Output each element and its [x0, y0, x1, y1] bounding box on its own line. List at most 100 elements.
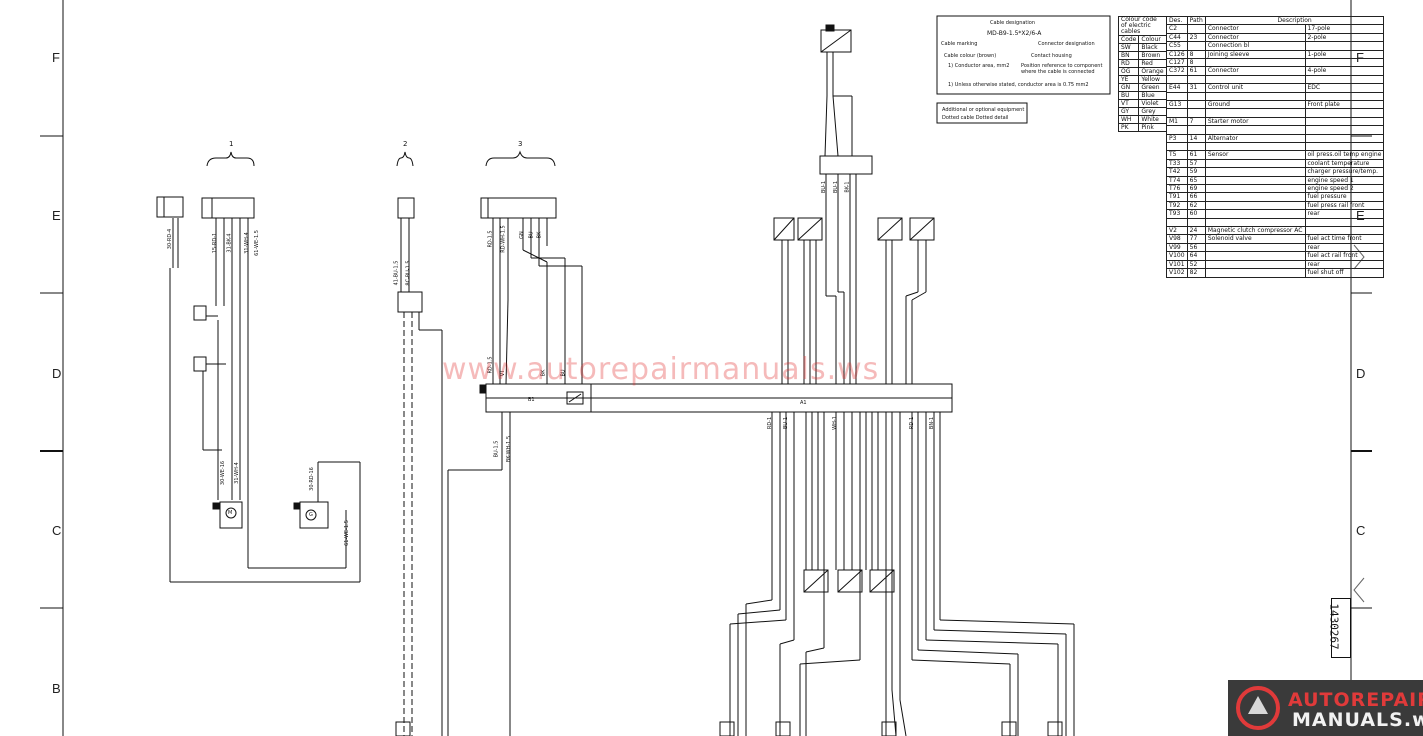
desc-code [1166, 125, 1188, 135]
desc-code: T92 [1166, 200, 1188, 211]
desc-detail: EDC [1304, 83, 1385, 93]
desc-path: 23 [1186, 32, 1206, 43]
desc-detail: coolant temperature [1304, 158, 1385, 169]
equipment-note-line2: Dotted cable Dotted detail [942, 115, 1009, 121]
wire-label: BU-1 [783, 416, 790, 430]
desc-item [1204, 175, 1306, 186]
logo-text-line1: AUTOREPAIR [1288, 689, 1423, 711]
desc-item: Connector [1204, 32, 1306, 43]
desc-path: 65 [1186, 175, 1206, 186]
desc-detail: engine speed 2 [1304, 184, 1385, 194]
description-row [1166, 74, 1385, 85]
desc-item [1204, 192, 1306, 202]
desc-path: 8 [1186, 58, 1206, 68]
colour-code: BN [1117, 51, 1140, 60]
description-row [1166, 125, 1385, 135]
desc-item [1204, 74, 1306, 85]
wire-label: 61-WE-1.5 [253, 230, 260, 256]
wire-label: BU-1 [833, 180, 840, 194]
desc-path: 56 [1186, 242, 1206, 253]
desc-item: Connector [1204, 66, 1306, 76]
colour-name: Yellow [1138, 75, 1167, 84]
desc-detail: rear [1304, 259, 1385, 270]
desc-code: V102 [1166, 268, 1188, 278]
desc-header-description: Description [1204, 15, 1385, 26]
grid-row-c-left: C [52, 523, 62, 538]
desc-path: 52 [1186, 259, 1206, 270]
grid-row-b-left: B [52, 681, 61, 696]
legend-connector-designation: Connector designation [1038, 41, 1095, 47]
wire-label: BU [528, 231, 535, 239]
desc-path: 77 [1186, 234, 1206, 244]
desc-path: 14 [1186, 133, 1206, 144]
desc-path: 31 [1186, 83, 1206, 93]
colour-code: GY [1117, 107, 1140, 116]
wire-label: BK [536, 231, 543, 239]
desc-path [1186, 125, 1206, 135]
group3-wiring [447, 197, 583, 736]
colour-code-title: Colour code of electric cables [1118, 16, 1167, 36]
wire-label: 31-BK-4 [226, 233, 233, 253]
desc-item [1204, 268, 1306, 278]
desc-detail: fuel shut off [1304, 268, 1385, 278]
b1-label: B1 [528, 397, 535, 403]
desc-code: T74 [1166, 175, 1188, 186]
wire-label: 30-WE-16 [220, 460, 227, 486]
desc-code: V2 [1166, 226, 1188, 236]
colour-code: GN [1117, 83, 1140, 92]
desc-detail: 2-pole [1304, 32, 1385, 43]
desc-detail: rear [1304, 242, 1385, 253]
group1-wiring [156, 196, 361, 583]
desc-code: V101 [1166, 259, 1188, 270]
colour-code: SW [1117, 43, 1140, 52]
sensor-connectors-top [773, 217, 935, 384]
desc-path [1186, 24, 1206, 34]
starter-motor-label: M [228, 510, 233, 516]
desc-detail [1304, 217, 1385, 228]
desc-path: 7 [1186, 116, 1206, 127]
desc-detail: Front plate [1304, 100, 1385, 110]
desc-detail [1304, 133, 1385, 144]
desc-detail [1304, 116, 1385, 127]
wire-label: GN [518, 231, 525, 239]
group2-wiring [395, 197, 443, 736]
desc-item [1204, 58, 1306, 68]
desc-code: P3 [1166, 133, 1188, 144]
desc-code [1166, 74, 1188, 85]
desc-code: T91 [1166, 192, 1188, 202]
desc-path [1186, 142, 1206, 152]
colour-code: RD [1117, 59, 1140, 68]
desc-detail: fuel act rail front [1304, 251, 1385, 261]
wire-label: BU-1 [821, 180, 828, 194]
colour-name: Black [1138, 43, 1167, 52]
desc-path: 66 [1186, 192, 1206, 202]
desc-path: 61 [1186, 66, 1206, 76]
a1-label: A1 [800, 400, 807, 406]
desc-code: T5 [1166, 150, 1188, 160]
grid-row-d-left: D [52, 366, 62, 381]
desc-item [1204, 91, 1306, 102]
legend-conductor-area: 1) Conductor area, mm2 [948, 63, 1010, 69]
desc-item: Connector [1204, 24, 1306, 34]
colour-code: YE [1117, 75, 1140, 84]
legend-cable-example: MD-B9-1.5*X2/6-A [987, 30, 1042, 37]
top-centre-wiring [819, 24, 873, 384]
group-label-2: 2 [403, 140, 408, 148]
grid-row-e-left: E [52, 208, 61, 223]
legend-position-reference: Position reference to component where th… [1021, 63, 1103, 75]
colour-name: Pink [1138, 123, 1167, 132]
desc-code [1166, 91, 1188, 102]
desc-detail [1304, 41, 1385, 51]
desc-path: 60 [1186, 209, 1206, 219]
desc-detail: charger pressure/temp. [1304, 167, 1385, 177]
desc-code: E44 [1166, 83, 1188, 93]
desc-item [1204, 167, 1306, 177]
